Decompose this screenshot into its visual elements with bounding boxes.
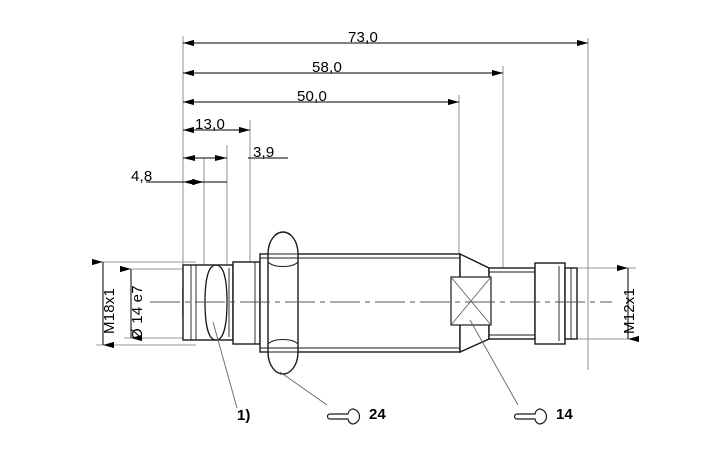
dimension-label-m18x1: M18x1 [101, 287, 118, 334]
mid-sleeve [232, 261, 261, 345]
hex-nut-24 [267, 231, 299, 375]
dimension-label-dia-14-e7: Ø 14 e7 [129, 285, 146, 340]
wrench-size-label-24: 24 [369, 406, 386, 423]
dimension-label-m12x1: M12x1 [621, 287, 638, 334]
dimension-label-50: 50,0 [297, 88, 327, 105]
footnote-ref-1: 1) [237, 407, 251, 424]
dimension-label-3-9: 3,9 [253, 144, 275, 161]
wrench-size-label-14: 14 [556, 406, 573, 423]
dimension-label-58: 58,0 [312, 59, 342, 76]
m12-barrel [488, 267, 536, 340]
front-thread-body [182, 264, 234, 341]
vertical-dimension-lines [92, 258, 639, 349]
leader-wrench-24 [279, 371, 328, 406]
wrench-icon-14 [513, 408, 548, 425]
leader-wrench-14 [469, 319, 519, 406]
sensor-detail-lines [190, 253, 572, 353]
leader-note-1 [212, 321, 238, 409]
wrench-flat-x-hatch [450, 276, 492, 326]
dimension-label-4-8: 4,8 [131, 168, 153, 185]
dimension-label-13: 13,0 [195, 116, 225, 133]
sensing-face-arc [204, 264, 228, 341]
m12-thread-collar [534, 262, 566, 345]
sensor-body [182, 231, 578, 375]
wrench-icon-24 [326, 408, 361, 425]
leader-lines [212, 319, 519, 409]
horizontal-dimension-lines [146, 39, 588, 183]
dimension-label-73: 73,0 [348, 29, 378, 46]
small-dim-arrowheads [183, 155, 227, 185]
